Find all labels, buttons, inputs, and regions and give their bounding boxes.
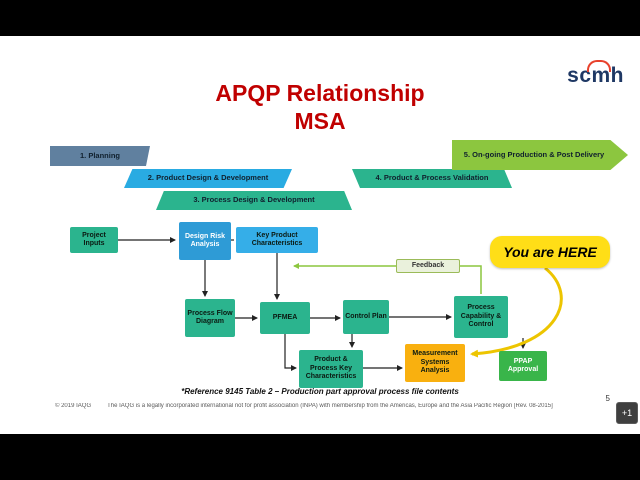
logo-swoosh-icon xyxy=(587,60,612,72)
copyright-line: © 2019 IAQG The IAQG is a legally incorp… xyxy=(55,403,600,409)
flow-arrows xyxy=(118,237,563,371)
slide-canvas: APQP Relationship MSA scmh 1. Planning 2… xyxy=(0,36,640,434)
flow-box-project-inputs: Project Inputs xyxy=(70,227,118,253)
arrow-pfmea-to-key-characteristics xyxy=(284,334,297,371)
letterbox-top xyxy=(0,0,640,36)
flow-box-pfmea: PFMEA xyxy=(260,302,310,334)
page-number: 5 xyxy=(605,394,610,403)
copyright-org: © 2019 IAQG xyxy=(55,403,92,409)
phase-banner-product-design: 2. Product Design & Development xyxy=(124,169,292,188)
flow-box-measurement-systems-analysis: Measurement Systems Analysis xyxy=(405,344,465,382)
flow-box-design-risk-analysis: Design Risk Analysis xyxy=(179,222,231,260)
phase-banner-process-design: 3. Process Design & Development xyxy=(156,191,352,210)
flow-box-key-product-characteristics: Key Product Characteristics xyxy=(236,227,318,253)
feedback-label-box: Feedback xyxy=(396,259,460,273)
overlay-plus-one-badge[interactable]: +1 xyxy=(616,402,638,424)
arrow-you-are-here-to-msa xyxy=(470,266,563,358)
arrow-feedback-loop xyxy=(293,263,482,294)
phase-banner-validation: 4. Product & Process Validation xyxy=(352,169,512,188)
you-are-here-callout: You are HERE xyxy=(490,236,610,268)
flow-box-process-capability-control: Process Capability & Control xyxy=(454,296,508,338)
phase-banner-ongoing-production: 5. On-going Production & Post Delivery xyxy=(452,140,628,170)
reference-footnote: *Reference 9145 Table 2 – Production par… xyxy=(181,387,459,396)
phase-banner-planning: 1. Planning xyxy=(50,146,150,166)
copyright-text: The IAQG is a legally incorporated inter… xyxy=(107,403,553,409)
slide-title-line1: APQP Relationship xyxy=(215,80,425,106)
scmh-logo: scmh xyxy=(567,60,624,88)
flow-box-ppap-approval: PPAP Approval xyxy=(499,351,547,381)
slide-title-line2: MSA xyxy=(294,108,346,134)
flow-box-process-flow-diagram: Process Flow Diagram xyxy=(185,299,235,337)
letterbox-bottom xyxy=(0,434,640,480)
flow-box-control-plan: Control Plan xyxy=(343,300,389,334)
flow-box-product-process-key-characteristics: Product & Process Key Characteristics xyxy=(299,350,363,388)
